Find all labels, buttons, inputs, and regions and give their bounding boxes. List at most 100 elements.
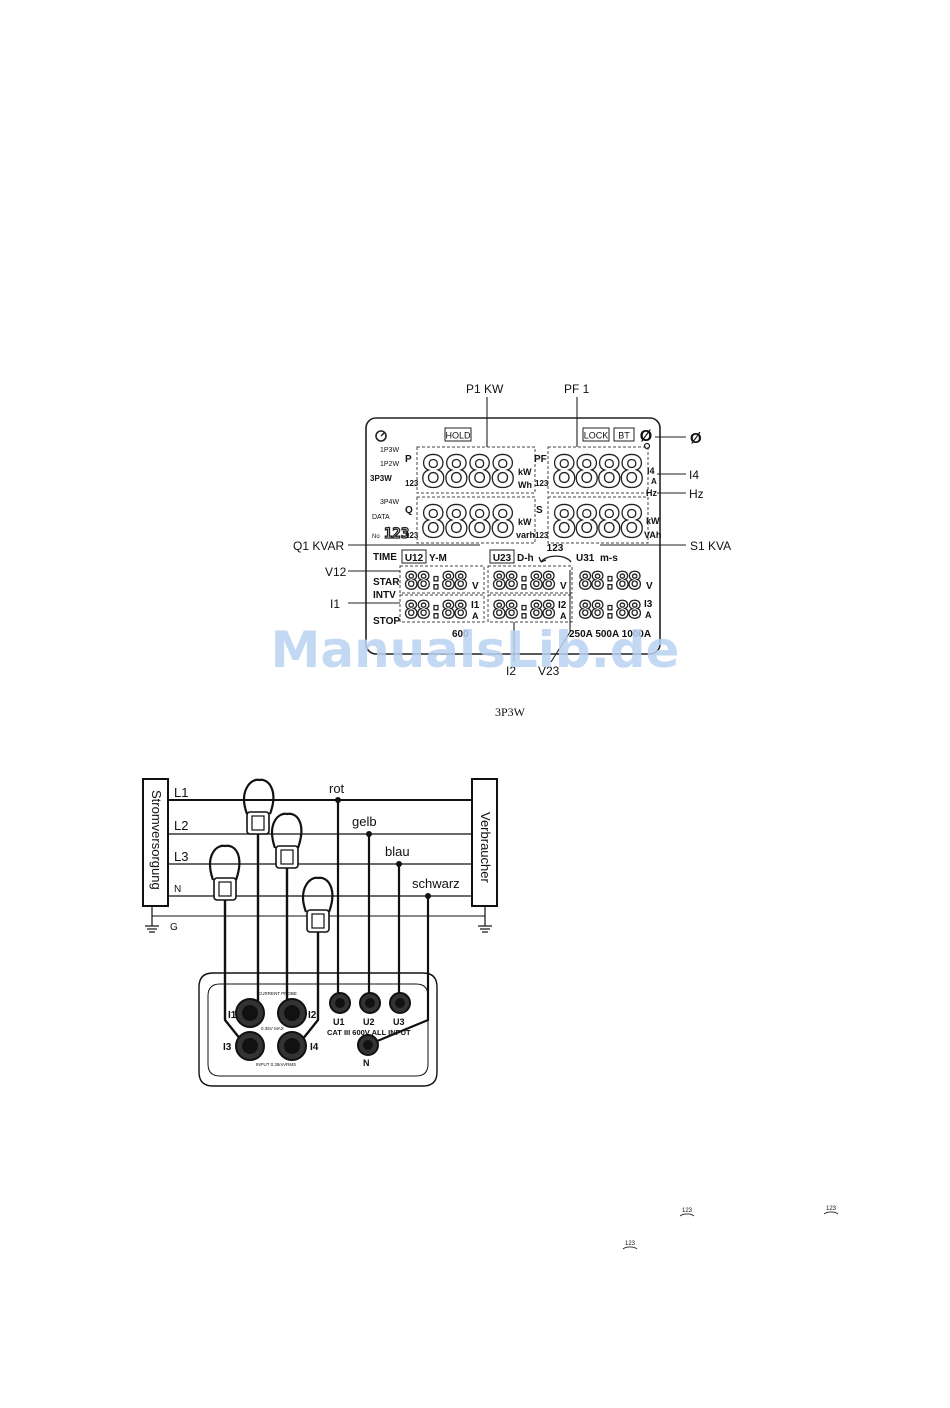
u23-box <box>489 549 515 564</box>
socket-u1-label: U1 <box>333 1017 345 1027</box>
v12-digits: 88:88 <box>404 567 468 595</box>
instrument-inner <box>207 983 429 1077</box>
instrument-outline <box>198 972 438 1087</box>
lock-indicator: LOCK <box>584 431 609 441</box>
watermark: ManualsLib.de <box>271 621 680 679</box>
socket-i2-label: I2 <box>308 1010 317 1021</box>
pf1-digits: 8888 <box>551 447 645 498</box>
voltage-leads <box>336 800 430 1046</box>
callout-i1: I1 <box>330 597 340 611</box>
i3-indicator: I3 <box>644 599 653 610</box>
line-n-label: N <box>174 884 181 895</box>
current-sockets <box>235 998 307 1061</box>
rotation-mark-2: 123 <box>826 1206 837 1212</box>
rotation-number: 123 <box>547 543 564 554</box>
u12-box <box>401 549 427 564</box>
figure-caption: 3P3W <box>495 705 526 719</box>
s-indicator: S <box>536 505 543 516</box>
q1-digits: 8888 <box>420 497 516 548</box>
callout-p1: P1 KW <box>466 382 504 396</box>
s-phase-number: 123 <box>535 531 549 540</box>
max-voltage-label: 0.35V MAX <box>261 1026 284 1031</box>
time-label: TIME <box>373 552 397 563</box>
p1-digit-box <box>416 446 536 494</box>
callout-i4: I4 <box>689 468 699 482</box>
p-phase-number: 123 <box>405 479 419 488</box>
i1-indicator: I1 <box>471 600 480 611</box>
data-number-digits: 123 <box>384 526 409 542</box>
rotation-mark-1-arrow-icon <box>679 1213 695 1217</box>
lcd-diagram: HOLD LOCK BT Ø 1P3W 1P2W 3P3W 3P4W DATA … <box>293 382 731 678</box>
socket-i4-label: I4 <box>310 1042 319 1053</box>
i4-indicator: I4 <box>647 466 655 476</box>
socket-u3-label: U3 <box>393 1017 405 1027</box>
callout-s1: S1 KVA <box>690 539 731 553</box>
clamp-l2 <box>270 812 303 1008</box>
range-labels: 250A 500A 1000A <box>569 629 651 640</box>
bt-indicator: BT <box>618 431 630 441</box>
socket-i3-label: I3 <box>223 1042 232 1053</box>
kvar-unit: kW <box>518 517 532 527</box>
pf-phase-number: 123 <box>535 479 549 488</box>
hz-unit: Hz <box>646 488 657 498</box>
callout-i2: I2 <box>506 664 516 678</box>
v23-digits: 88:88 <box>492 567 556 595</box>
clamp-l1 <box>242 778 275 1008</box>
kw-unit: kW <box>518 467 532 477</box>
rotation-mark-1: 123 <box>682 1208 693 1214</box>
p-indicator: P <box>405 454 412 465</box>
phase-dot-icon <box>643 442 651 450</box>
bt-indicator-box <box>613 427 635 442</box>
i1-digit-box <box>399 594 485 623</box>
wire-blau-label: blau <box>385 844 410 859</box>
input-spec-label: INPUT 0.35mVRMS <box>256 1062 296 1067</box>
rotation-mark-3-arrow-icon <box>622 1246 638 1250</box>
callout-v23: V23 <box>538 664 560 678</box>
intv-label: INTV <box>373 590 396 601</box>
clock-icon <box>375 430 387 442</box>
supply-label: Stromversorgung <box>149 790 164 890</box>
voltage-sockets <box>329 992 411 1056</box>
no-label: No <box>372 534 380 540</box>
phase-indicator: Ø <box>640 428 652 445</box>
callout-q1: Q1 KVAR <box>293 539 344 553</box>
line-g-label: G <box>170 922 178 933</box>
ms-label: m-s <box>600 553 618 564</box>
v12-unit: V <box>472 581 479 592</box>
mode-1p2w: 1P2W <box>380 461 399 468</box>
wire-gelb-label: gelb <box>352 814 377 829</box>
line-l2-label: L2 <box>174 818 188 833</box>
u12-label: U12 <box>405 553 424 564</box>
q-indicator: Q <box>405 505 413 516</box>
pf1-digit-box <box>547 446 649 494</box>
i2-indicator: I2 <box>558 600 567 611</box>
tap-l1 <box>335 797 341 803</box>
i2-digits: 88:88 <box>492 596 556 624</box>
varh-unit: varh <box>516 530 535 540</box>
i2-digit-box <box>487 594 573 623</box>
wh-unit: Wh <box>518 480 532 490</box>
hold-indicator-box <box>444 427 472 442</box>
u23-label: U23 <box>493 553 512 564</box>
i1-unit: A <box>472 611 479 621</box>
wire-rot-label: rot <box>329 781 345 796</box>
dh-label: D-h <box>517 553 534 564</box>
v12-digit-box <box>399 565 485 594</box>
q-phase-number: 123 <box>405 531 419 540</box>
kva-unit: kW <box>646 516 660 526</box>
stop-label: STOP <box>373 616 400 627</box>
i3-digits: 88:88 <box>578 596 642 624</box>
wire-schwarz-label: schwarz <box>412 876 460 891</box>
callout-hz: Hz <box>689 487 704 501</box>
line-l3-label: L3 <box>174 849 188 864</box>
mode-3p4w: 3P4W <box>380 499 399 506</box>
i2-unit: A <box>560 611 567 621</box>
q1-digit-box <box>416 496 536 544</box>
supply-box <box>142 778 169 907</box>
i1-digits: 88:88 <box>404 596 468 624</box>
tap-n <box>425 893 431 899</box>
rotation-mark-3: 123 <box>625 1241 636 1247</box>
socket-i1-label: I1 <box>228 1010 237 1021</box>
line-l1-label: L1 <box>174 785 188 800</box>
